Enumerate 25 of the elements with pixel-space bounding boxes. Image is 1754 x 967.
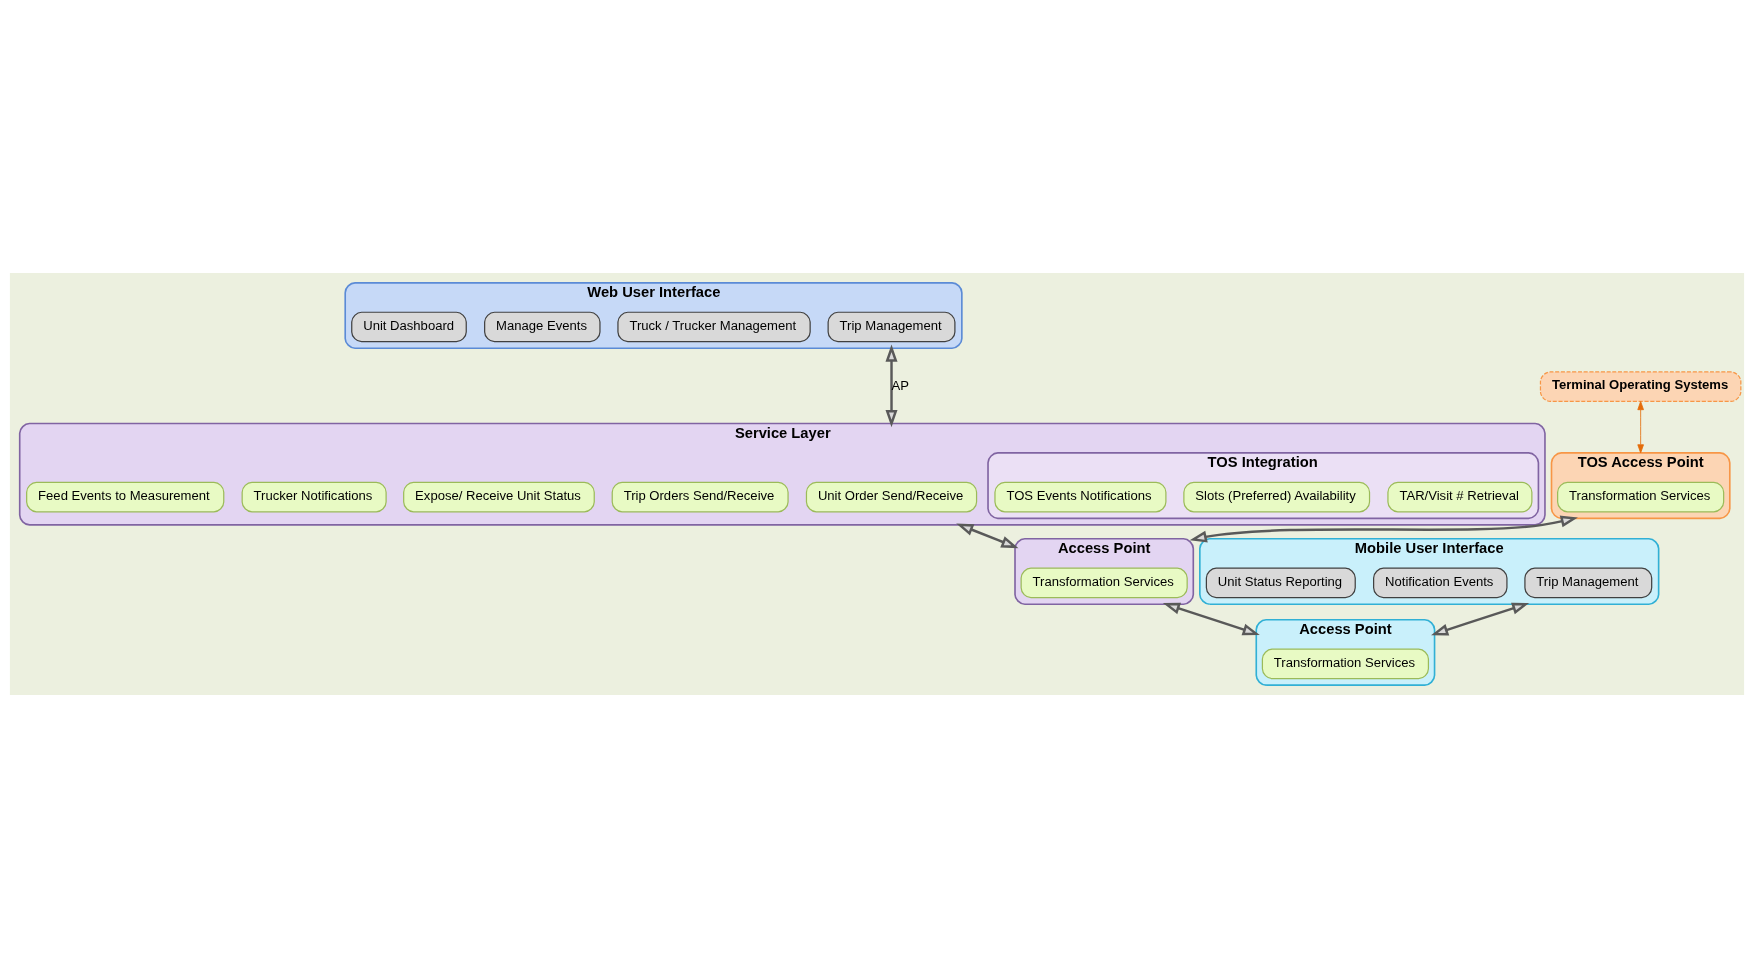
arrow bbox=[1431, 602, 1530, 636]
arrow bbox=[956, 523, 1019, 548]
node-box: Trip Orders Send/Receive bbox=[611, 481, 789, 512]
node-box: TAR/Visit # Retrieval bbox=[1387, 481, 1533, 512]
node-box: Transformation Services bbox=[1020, 567, 1188, 598]
node-box: Notification Events bbox=[1373, 567, 1508, 598]
node-box: Expose/ Receive Unit Status bbox=[403, 481, 595, 512]
node-box: Unit Dashboard bbox=[351, 311, 467, 342]
node-box: Slots (Preferred) Availability bbox=[1183, 481, 1371, 512]
arrow bbox=[1637, 400, 1644, 453]
node-box: Unit Order Send/Receive bbox=[805, 481, 978, 512]
node-box: Unit Status Reporting bbox=[1205, 567, 1356, 598]
arrow bbox=[1162, 602, 1260, 635]
node-box: Manage Events bbox=[484, 311, 601, 342]
node-box: Terminal Operating Systems bbox=[1539, 370, 1742, 402]
node-box: Trip Management bbox=[827, 311, 956, 342]
node-box: Trip Management bbox=[1524, 567, 1653, 598]
arrow bbox=[1189, 515, 1578, 543]
node-box: Transformation Services bbox=[1557, 481, 1725, 512]
node-box: TOS Events Notifications bbox=[994, 481, 1167, 512]
arrow bbox=[885, 344, 898, 427]
node-box: Truck / Trucker Management bbox=[617, 311, 811, 342]
node-box: Transformation Services bbox=[1261, 648, 1430, 679]
node-box: Trucker Notifications bbox=[241, 481, 387, 512]
node-box: Feed Events to Measurement bbox=[26, 481, 225, 512]
